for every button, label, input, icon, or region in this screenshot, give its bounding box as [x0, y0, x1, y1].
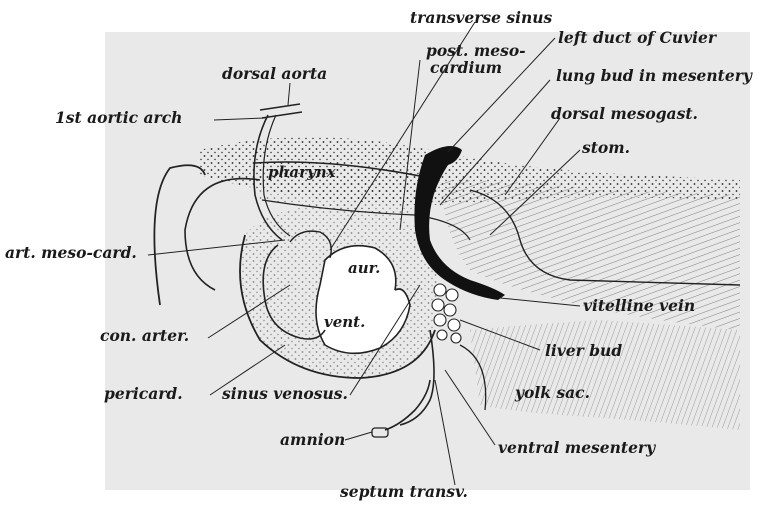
label-post-meso-cardium-2: cardium — [430, 60, 502, 76]
label-dorsal-aorta: dorsal aorta — [222, 66, 327, 82]
label-post-meso-cardium-1: post. meso- — [426, 43, 526, 59]
label-stom: stom. — [582, 140, 630, 156]
label-sinus-venosus: sinus venosus. — [222, 386, 348, 402]
label-pericard: pericard. — [104, 386, 183, 402]
label-ventral-mesentery: ventral mesentery — [498, 440, 655, 456]
label-vent: vent. — [324, 315, 365, 330]
label-con-arter: con. arter. — [100, 328, 189, 344]
label-dorsal-mesogast: dorsal mesogast. — [551, 106, 698, 122]
label-yolk-sac: yolk sac. — [515, 385, 590, 401]
label-septum-transv: septum transv. — [340, 484, 468, 500]
label-liver-bud: liver bud — [545, 343, 622, 359]
label-amnion: amnion — [280, 432, 345, 448]
label-first-aortic-arch: 1st aortic arch — [55, 110, 182, 126]
label-aur: aur. — [348, 261, 380, 276]
label-vitelline-vein: vitelline vein — [583, 298, 695, 314]
label-lung-bud-in-mesentery: lung bud in mesentery — [556, 68, 752, 84]
label-art-meso-card: art. meso-card. — [5, 245, 137, 261]
label-left-duct-of-cuvier: left duct of Cuvier — [558, 30, 716, 46]
label-pharynx: pharynx — [268, 165, 336, 180]
label-transverse-sinus: transverse sinus — [410, 10, 552, 26]
